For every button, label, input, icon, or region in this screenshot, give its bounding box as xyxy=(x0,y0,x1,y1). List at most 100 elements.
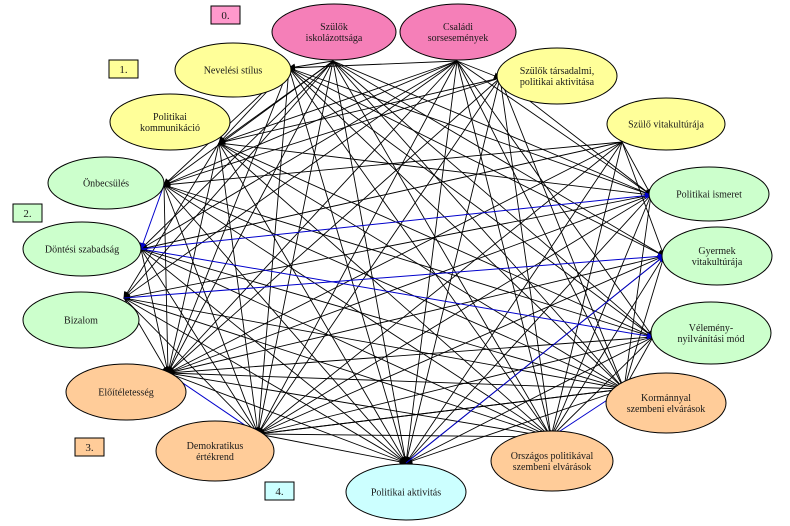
edge-onbecsules-to-kormannyal_elvarasok xyxy=(163,184,625,390)
edge-politikai_kommunikacio-to-politikai_ismeret xyxy=(218,142,652,198)
node-ellipse xyxy=(155,420,275,482)
node-ellipse xyxy=(109,93,231,151)
edge-politikai_ismeret-to-eloiteletesseg xyxy=(167,194,652,375)
edge-velemenynyilvanitasi_mod-to-eloiteletesseg xyxy=(167,336,654,377)
level-box-3: 3. xyxy=(74,437,105,457)
edge-szulok_iskolazottsaga-to-gyermek_vitakulturaja xyxy=(332,60,665,257)
edge-szulo_vitakulturaja-to-politikai_ismeret xyxy=(621,141,652,196)
edge-nevelesi_stilus-to-politikai_aktivitas xyxy=(288,67,408,464)
node-label: Önbecsülés xyxy=(83,178,129,190)
edge-csaladi_sorsesemenyek-to-politikai_kommunikacio xyxy=(218,60,458,145)
node-ellipse xyxy=(22,221,142,277)
edge-highlight-bizalom-to-gyermek_vitakulturaja xyxy=(123,252,665,299)
edge-politikai_ismeret-to-kormannyal_elvarasok xyxy=(621,194,652,390)
level-label: 4. xyxy=(275,486,284,498)
node-label: Bizalom xyxy=(64,316,98,327)
edge-csaladi_sorsesemenyek-to-onbecsules xyxy=(163,60,458,186)
edge-politikai_kommunikacio-to-bizalom xyxy=(123,142,220,299)
node-label: Politikai xyxy=(153,112,187,123)
edge-dontesi_szabadsag-to-demokratikus_ertekrend xyxy=(140,248,259,435)
node-ellipse xyxy=(345,463,467,521)
node-label: Kormánnyal xyxy=(641,393,691,404)
edge-bizalom-to-kormannyal_elvarasok xyxy=(123,297,625,392)
node-label: iskolázottsága xyxy=(306,33,363,44)
edge-szulok_tarsadalmi-to-politikai_aktivitas xyxy=(404,77,501,464)
node-ellipse xyxy=(271,3,397,61)
edge-szulok_tarsadalmi-to-eloiteletesseg xyxy=(167,77,501,374)
edge-eloiteletesseg-to-orszagos_politikaval xyxy=(167,372,552,440)
level-label: 3. xyxy=(85,442,94,454)
node-label: Szülő vitakultúrája xyxy=(628,120,704,131)
node-label: Családi xyxy=(443,22,473,33)
node-velemenynyilvanitasi_mod: Vélemény-nyilvánítási mód xyxy=(650,301,772,365)
edge-csaladi_sorsesemenyek-to-szulok_tarsadalmi xyxy=(456,60,501,80)
edge-velemenynyilvanitasi_mod-to-orszagos_politikaval xyxy=(550,336,654,438)
edge-csaladi_sorsesemenyek-to-politikai_ismeret xyxy=(456,60,652,196)
nodes-layer: SzülőkiskolázottságaCsaládisorsesemények… xyxy=(22,3,773,521)
level-label: 0. xyxy=(221,10,230,22)
level-label: 2. xyxy=(23,208,32,220)
level-box-0: 0. xyxy=(210,5,241,25)
edge-eloiteletesseg-to-politikai_aktivitas xyxy=(167,372,407,465)
edge-demokratikus_ertekrend-to-politikai_aktivitas xyxy=(257,433,407,466)
edge-politikai_kommunikacio-to-orszagos_politikaval xyxy=(218,142,552,438)
edge-kormannyal_elvarasok-to-politikai_aktivitas xyxy=(405,388,625,465)
edge-csaladi_sorsesemenyek-to-eloiteletesseg xyxy=(167,60,458,374)
node-label: Döntési szabadság xyxy=(45,245,119,256)
edge-szulok_iskolazottsaga-to-demokratikus_ertekrend xyxy=(255,60,334,435)
node-ellipse xyxy=(174,42,292,98)
edge-nevelesi_stilus-to-kormannyal_elvarasok xyxy=(288,67,625,390)
edge-bizalom-to-politikai_aktivitas xyxy=(123,297,407,464)
edge-onbecsules-to-velemenynyilvanitasi_mod xyxy=(163,184,654,339)
edge-velemenynyilvanitasi_mod-to-politikai_aktivitas xyxy=(405,336,654,464)
node-ellipse xyxy=(47,156,165,210)
edge-szulok_tarsadalmi-to-demokratikus_ertekrend xyxy=(257,77,501,435)
level-labels-layer: 0. 1. 2. 3. 4. xyxy=(12,5,295,501)
edge-szulo_vitakulturaja-to-onbecsules xyxy=(163,141,623,188)
node-szulok_tarsadalmi: Szülők társadalmi,politikai aktivitása xyxy=(496,47,618,105)
edge-onbecsules-to-orszagos_politikaval xyxy=(163,184,552,438)
node-eloiteletesseg: Előítéletesség xyxy=(65,363,187,421)
edge-szulok_iskolazottsaga-to-onbecsules xyxy=(163,60,334,186)
edge-highlight-dontesi_szabadsag-to-velemenynyilvanitasi_mod xyxy=(140,248,654,340)
edge-szulok_iskolazottsaga-to-nevelesi_stilus xyxy=(288,60,334,71)
edge-szulo_vitakulturaja-to-eloiteletesseg xyxy=(167,141,623,374)
node-onbecsules: Önbecsülés xyxy=(47,156,165,210)
edge-demokratikus_ertekrend-to-orszagos_politikaval xyxy=(257,433,552,441)
edge-szulok_tarsadalmi-to-onbecsules xyxy=(163,77,501,187)
node-label: értékrend xyxy=(196,452,234,463)
edge-csaladi_sorsesemenyek-to-dontesi_szabadsag xyxy=(140,60,458,250)
edge-szulo_vitakulturaja-to-dontesi_szabadsag xyxy=(140,141,623,252)
edge-politikai_kommunikacio-to-politikai_aktivitas xyxy=(218,142,407,464)
node-label: szembeni elvárások xyxy=(627,404,706,415)
edge-gyermek_vitakulturaja-to-demokratikus_ertekrend xyxy=(257,255,665,435)
node-ellipse xyxy=(650,301,772,365)
node-ellipse xyxy=(490,430,614,492)
node-ellipse xyxy=(605,372,727,434)
edges-layer xyxy=(123,60,666,466)
edge-szulok_iskolazottsaga-to-politikai_ismeret xyxy=(332,60,652,196)
node-label: Politikai aktivitás xyxy=(371,488,441,499)
edge-onbecsules-to-eloiteletesseg xyxy=(163,184,172,374)
node-label: nyilvánítási mód xyxy=(678,334,745,345)
edge-nevelesi_stilus-to-politikai_ismeret xyxy=(288,67,652,197)
edge-szulo_vitakulturaja-to-politikai_aktivitas xyxy=(405,141,623,464)
edge-dontesi_szabadsag-to-kormannyal_elvarasok xyxy=(140,248,625,391)
node-label: vitakultúrája xyxy=(692,257,743,268)
node-ellipse xyxy=(606,97,726,151)
level-label: 1. xyxy=(119,64,128,76)
edge-szulok_tarsadalmi-to-politikai_kommunikacio xyxy=(218,77,501,146)
node-label: Országos politikával xyxy=(511,451,594,462)
node-label: Szülők társadalmi, xyxy=(520,66,594,77)
node-label: szembeni elvárások xyxy=(513,462,592,473)
edge-szulo_vitakulturaja-to-demokratikus_ertekrend xyxy=(257,141,623,435)
edge-nevelesi_stilus-to-demokratikus_ertekrend xyxy=(255,67,290,435)
node-label: Nevelési stílus xyxy=(204,66,263,77)
edge-nevelesi_stilus-to-orszagos_politikaval xyxy=(288,67,552,438)
